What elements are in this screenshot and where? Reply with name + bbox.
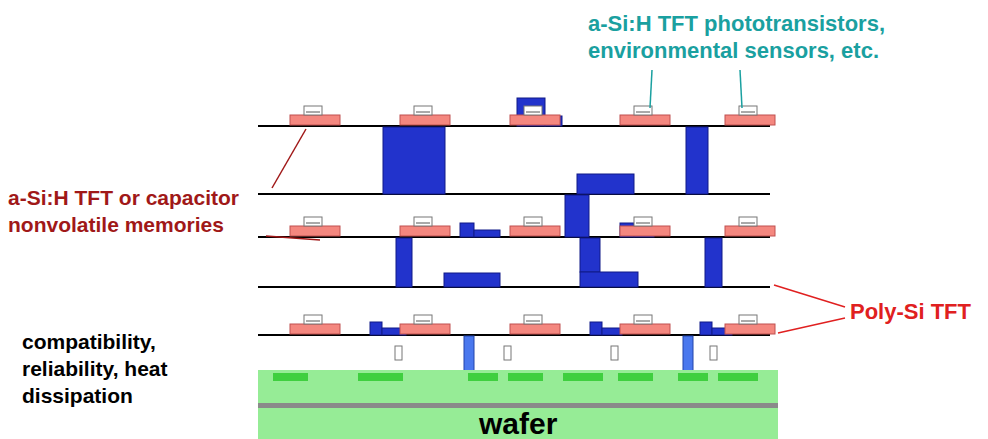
contact-pad <box>358 373 403 381</box>
gate-line <box>306 223 320 224</box>
gate-line <box>636 223 650 224</box>
contact-pillars <box>395 346 717 360</box>
leader-lines <box>266 70 845 333</box>
tft-channel <box>725 324 775 334</box>
contact-pad <box>508 373 543 381</box>
contact-pad <box>468 373 498 381</box>
tft-gate <box>634 217 652 226</box>
tft-channel <box>725 115 775 125</box>
tft-devices <box>290 106 775 334</box>
tft-channel <box>510 115 560 125</box>
tft-gate <box>524 315 542 324</box>
tft-gate <box>304 106 322 115</box>
gate-line <box>526 112 540 113</box>
gate-line <box>416 321 430 322</box>
gate-line <box>526 321 540 322</box>
gate-line <box>636 321 650 322</box>
tft-gate <box>739 217 757 226</box>
gate-line <box>306 112 320 113</box>
gate-line <box>416 112 430 113</box>
wafer-substrate: wafer <box>258 370 778 439</box>
gate-line <box>741 321 755 322</box>
tft-gate <box>524 106 542 115</box>
tft-channel <box>400 324 450 334</box>
tft-channel <box>620 115 670 125</box>
gate-line <box>306 321 320 322</box>
tft-channel <box>400 226 450 236</box>
layer-lines <box>258 126 770 335</box>
tft-gate <box>739 315 757 324</box>
tft-channel <box>290 324 340 334</box>
tft-gate <box>414 315 432 324</box>
tft-gate <box>414 106 432 115</box>
gate-line <box>741 223 755 224</box>
design-issues-note: compatibility, reliability, heat dissipa… <box>22 328 222 409</box>
wafer-vias <box>464 336 693 372</box>
gate-line <box>416 223 430 224</box>
tft-channel <box>620 226 670 236</box>
polysi-label: Poly-Si TFT <box>850 298 984 325</box>
tft-channel <box>400 115 450 125</box>
contact-pad <box>718 373 758 381</box>
contact-pad <box>618 373 653 381</box>
contact-pad <box>273 373 308 381</box>
contact-pad <box>563 373 603 381</box>
interconnect-vias <box>370 98 732 335</box>
sensor-label: a-Si:H TFT phototransistors, environment… <box>588 10 983 64</box>
tft-channel <box>510 324 560 334</box>
tft-gate <box>634 315 652 324</box>
tft-channel <box>725 226 775 236</box>
tft-channel <box>290 226 340 236</box>
gate-line <box>741 112 755 113</box>
tft-gate <box>414 217 432 226</box>
wafer-label: wafer <box>479 407 557 439</box>
tft-gate <box>304 217 322 226</box>
tft-channel <box>290 115 340 125</box>
gate-line <box>636 112 650 113</box>
tft-gate <box>524 217 542 226</box>
memory-label: a-Si:H TFT or capacitor nonvolatile memo… <box>8 184 270 238</box>
gate-line <box>526 223 540 224</box>
tft-gate <box>304 315 322 324</box>
contact-pad <box>678 373 708 381</box>
tft-channel <box>510 226 560 236</box>
tft-channel <box>620 324 670 334</box>
